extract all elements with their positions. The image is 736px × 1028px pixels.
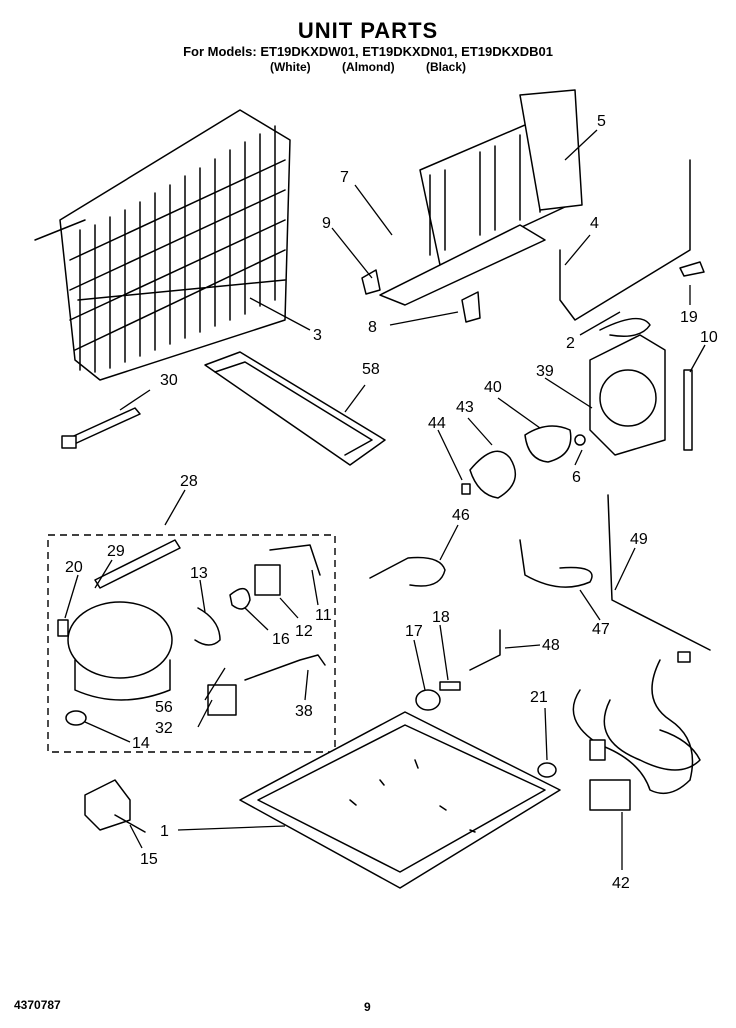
wiring-harness-drawing	[572, 651, 701, 811]
callout-19: 19	[680, 309, 698, 326]
callout-48: 48	[542, 637, 560, 654]
callout-1: 1	[160, 823, 169, 840]
bracket-parts-drawing	[415, 681, 557, 778]
callout-20: 20	[65, 559, 83, 576]
finish-list: (White) (Almond) (Black)	[0, 60, 736, 74]
callout-16: 16	[272, 631, 290, 648]
callout-3: 3	[313, 327, 322, 344]
callout-10: 10	[700, 329, 718, 346]
callout-43: 43	[456, 399, 474, 416]
document-number: 4370787	[14, 998, 61, 1012]
callout-42: 42	[612, 875, 630, 892]
callout-32: 32	[155, 720, 173, 737]
callout-38: 38	[295, 703, 313, 720]
callout-13: 13	[190, 565, 208, 582]
evaporator-coil-drawing	[34, 109, 291, 381]
callout-7: 7	[340, 169, 349, 186]
callout-58: 58	[362, 361, 380, 378]
callout-4: 4	[590, 215, 599, 232]
lower-tubing-drawing	[369, 494, 711, 671]
bracket-bar-drawing	[61, 407, 141, 449]
finish-black: (Black)	[425, 60, 466, 74]
callout-39: 39	[536, 363, 554, 380]
callout-56: 56	[155, 699, 173, 716]
condenser-assembly-drawing	[379, 89, 583, 306]
callout-9: 9	[322, 215, 331, 232]
fan-assembly-drawing	[461, 334, 666, 499]
callout-5: 5	[597, 113, 606, 130]
callout-2: 2	[566, 335, 575, 352]
callout-29: 29	[107, 543, 125, 560]
relay-drawing	[84, 779, 146, 833]
callout-6: 6	[572, 469, 581, 486]
callout-labels: 1 2 3 4 5 6 7 8 9 10 11 12 13 14 15 16 1…	[65, 113, 718, 892]
callout-11: 11	[315, 607, 332, 624]
callout-18: 18	[432, 609, 450, 626]
callout-12: 12	[295, 623, 313, 640]
callout-15: 15	[140, 851, 158, 868]
callout-47: 47	[592, 621, 610, 638]
tubing-parts-drawing	[361, 159, 705, 451]
finish-white: (White)	[269, 60, 311, 74]
callout-17: 17	[405, 623, 423, 640]
callout-49: 49	[630, 531, 648, 548]
callout-14: 14	[132, 735, 150, 752]
drain-pan-drawing	[204, 351, 386, 466]
callout-46: 46	[452, 507, 470, 524]
callout-44: 44	[428, 415, 446, 432]
finish-almond: (Almond)	[341, 60, 395, 74]
page-number: 9	[364, 1000, 371, 1014]
callout-21: 21	[530, 689, 548, 706]
callout-40: 40	[484, 379, 502, 396]
model-list: For Models: ET19DKXDW01, ET19DKXDN01, ET…	[183, 44, 553, 59]
page-title: UNIT PARTS	[297, 18, 439, 43]
base-frame-drawing	[239, 711, 561, 889]
callout-30: 30	[160, 372, 178, 389]
callout-8: 8	[368, 319, 377, 336]
leader-lines	[64, 129, 706, 870]
callout-28: 28	[180, 473, 198, 490]
compressor-drawing	[57, 539, 326, 726]
